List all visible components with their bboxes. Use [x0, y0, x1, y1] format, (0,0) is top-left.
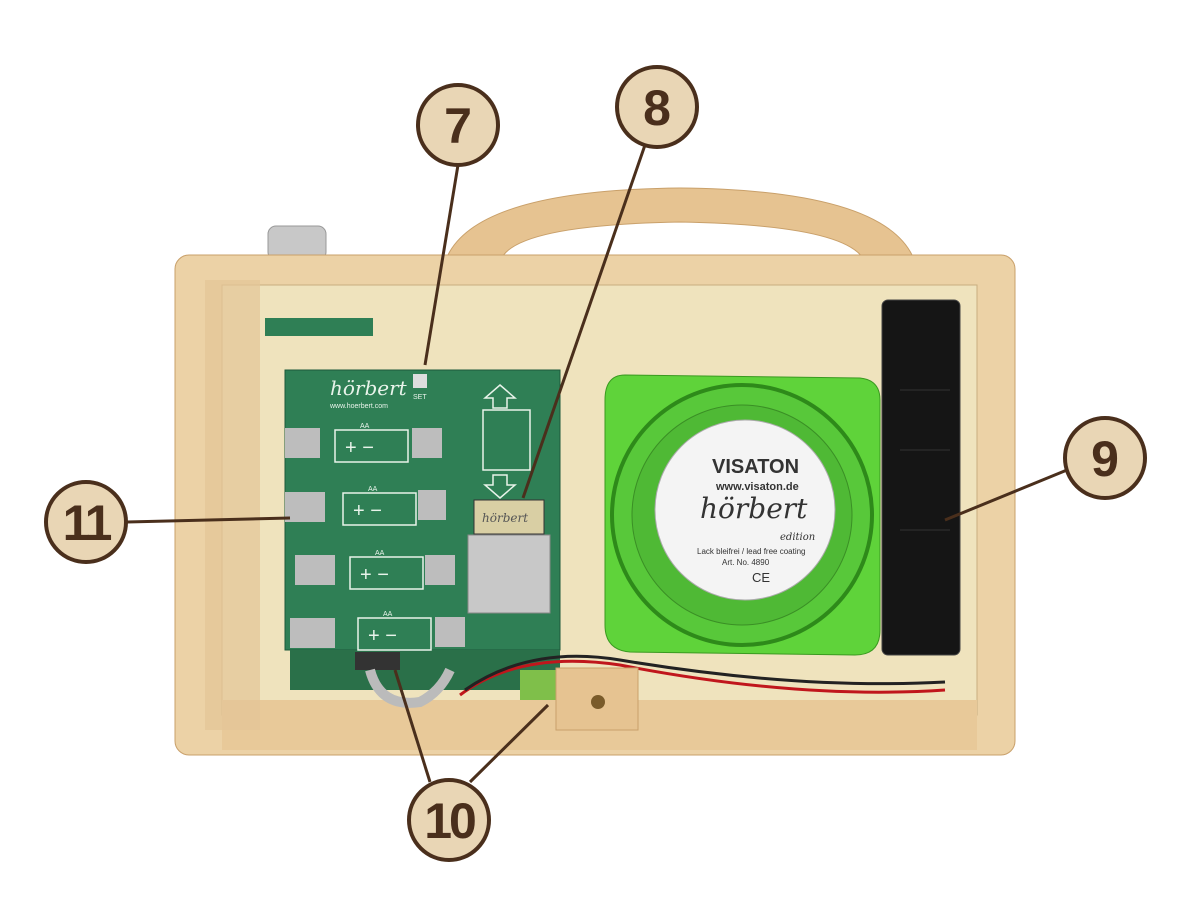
battery-slot: + − AA [285, 486, 446, 526]
callout-10: 10 [407, 778, 491, 862]
speaker-wire-black [464, 654, 946, 692]
arrow-up-icon [482, 384, 518, 409]
set-button [413, 374, 427, 388]
svg-text:8: 8 [643, 80, 671, 136]
callout-8: 8 [615, 65, 699, 149]
battery-slot: + − AA [285, 423, 442, 463]
svg-text:AA: AA [360, 423, 370, 430]
svg-text:+ −: + − [345, 437, 374, 459]
svg-text:+ −: + − [368, 625, 397, 647]
callout-11: 11 [44, 480, 128, 564]
pcb-lower-extension [290, 650, 560, 690]
battery-holder [881, 299, 961, 656]
wooden-handle [444, 187, 916, 263]
battery-slot: + − AA [290, 611, 465, 651]
set-label: SET [413, 394, 427, 401]
speaker-art-no: Art. No. 4890 [722, 558, 770, 567]
sd-card-label: hörbert [482, 511, 528, 525]
callout-9: 9 [1063, 416, 1147, 500]
headphone-jack [591, 695, 605, 709]
ribbon-connector [355, 652, 400, 670]
speaker-edition-word: edition [780, 532, 815, 543]
knob-board [265, 318, 373, 336]
svg-text:AA: AA [383, 611, 393, 618]
battery-slot: + − AA [295, 550, 455, 590]
left-wall [205, 280, 260, 730]
svg-text:AA: AA [375, 550, 385, 557]
battery-slots: + − AA + − AA + − AA + − AA [285, 423, 465, 651]
pcb-url: www.hoerbert.com [329, 403, 388, 410]
speaker-wire-red [459, 659, 946, 697]
svg-text:7: 7 [444, 98, 472, 154]
svg-text:AA: AA [368, 486, 378, 493]
speaker-brand: VISATON [712, 456, 799, 478]
sd-card [473, 499, 545, 535]
pcb-brand: hörbert [330, 376, 408, 400]
speaker-edition-name: hörbert [700, 492, 808, 525]
svg-text:+ −: + − [360, 564, 389, 586]
speaker-label [654, 419, 836, 601]
ribbon-cable [365, 667, 455, 708]
speaker-coating: Lack bleifrei / lead free coating [697, 547, 806, 556]
connector-block [520, 670, 560, 700]
sd-outline [482, 409, 531, 471]
svg-text:11: 11 [63, 495, 112, 551]
svg-text:9: 9 [1091, 431, 1119, 487]
svg-text:+ −: + − [353, 500, 382, 522]
arrow-down-icon [482, 474, 518, 499]
speaker-url: www.visaton.de [715, 481, 799, 493]
callout-7: 7 [416, 83, 500, 167]
sd-card-slot [467, 534, 551, 614]
svg-text:10: 10 [424, 793, 475, 849]
speaker-marks: CE [752, 570, 770, 585]
callout-leaders [125, 144, 1068, 784]
